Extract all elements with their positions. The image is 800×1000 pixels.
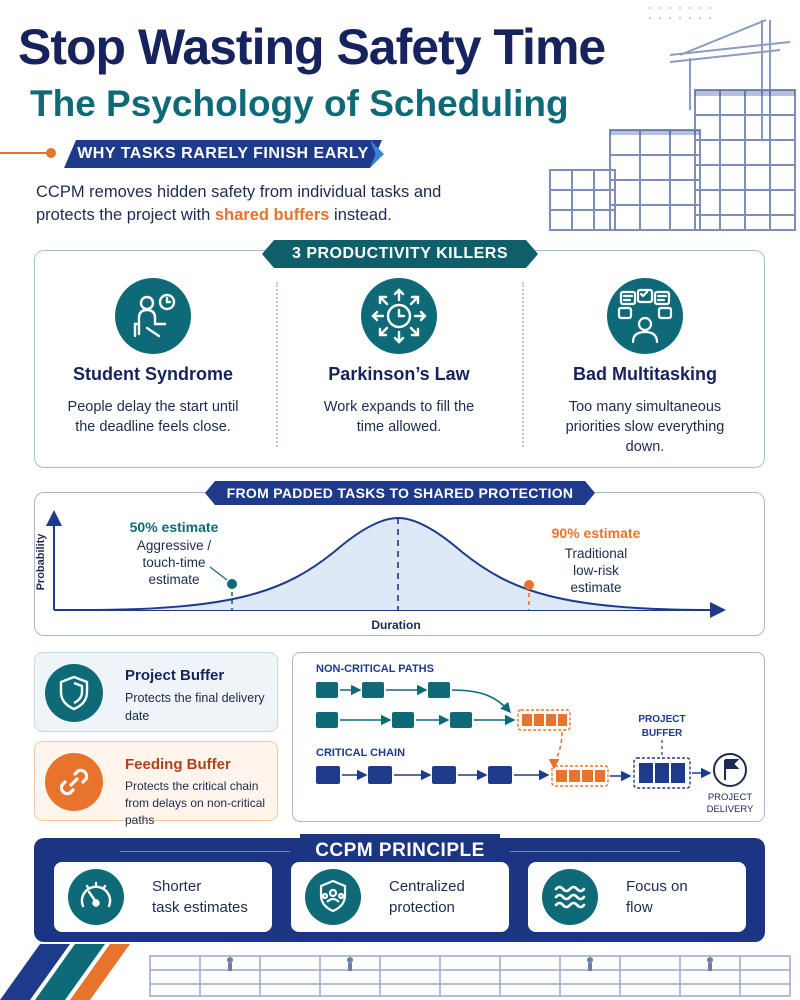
task-block	[362, 682, 384, 698]
project-buffer-title: Project Buffer	[125, 667, 225, 684]
section-accent-dot	[46, 148, 56, 158]
student-clock-icon	[115, 278, 191, 354]
principle-line: Focus on	[626, 878, 688, 895]
footer-construction-illustration	[0, 944, 791, 1000]
feeding-buffer-block	[551, 765, 609, 787]
expanding-clock-icon	[361, 278, 437, 354]
divider	[510, 851, 680, 852]
fifty-percent-desc: Aggressive /	[137, 538, 212, 553]
non-critical-label: NON-CRITICAL PATHS	[316, 663, 434, 675]
fifty-percent-desc: estimate	[148, 572, 199, 587]
principle-text: Focus on flow	[626, 876, 746, 918]
project-buffer-label: BUFFER	[642, 728, 683, 739]
task-block	[428, 682, 450, 698]
section-banner: WHY TASKS RARELY FINISH EARLY	[64, 140, 382, 168]
principle-line: Centralized	[389, 878, 465, 895]
network-diagram: NON-CRITICAL PATHS CRITICAL CHAIN PROJEC…	[316, 663, 754, 815]
delivery-label: PROJECT	[708, 792, 753, 803]
page-subtitle: The Psychology of Scheduling	[30, 83, 569, 124]
task-block	[316, 712, 338, 728]
multitask-person-icon	[607, 278, 683, 354]
delivery-label: DELIVERY	[707, 804, 754, 815]
divider	[522, 282, 524, 447]
waves-icon	[542, 869, 598, 925]
construction-skyline-illustration	[549, 6, 796, 231]
project-buffer-label: PROJECT	[638, 714, 685, 725]
principle-line: protection	[389, 899, 455, 916]
task-block	[488, 766, 512, 784]
killer-card-parkinsons-law: Parkinson’s Law Work expands to fill the…	[284, 278, 514, 437]
killer-card-bad-multitasking: Bad Multitasking Too many simultaneous p…	[530, 278, 760, 457]
divider	[120, 851, 290, 852]
page-title: Stop Wasting Safety Time	[18, 19, 606, 75]
killer-card-student-syndrome: Student Syndrome People delay the start …	[38, 278, 268, 437]
speedometer-icon	[68, 869, 124, 925]
project-buffer-block	[633, 757, 691, 789]
intro-text-start: CCPM removes hidden safety from individu…	[36, 183, 442, 224]
shield-people-icon	[305, 869, 361, 925]
task-block	[316, 766, 340, 784]
principle-line: Shorter	[152, 878, 202, 895]
section-accent-line	[0, 152, 50, 154]
project-buffer-text: Protects the final delivery date	[125, 691, 265, 723]
killer-description: Too many simultaneous priorities slow ev…	[565, 399, 725, 455]
killer-description: Work expands to fill the time allowed.	[323, 399, 475, 435]
ninety-percent-desc: Traditional	[565, 546, 628, 561]
feeding-buffer-block	[517, 709, 571, 731]
principle-card-shorter-estimates: Shorter task estimates	[54, 862, 272, 932]
intro-text: CCPM removes hidden safety from individu…	[36, 181, 456, 227]
chain-link-icon	[45, 753, 103, 811]
shield-icon	[45, 664, 103, 722]
ninety-percent-label: 90% estimate	[552, 525, 641, 541]
principle-line: task estimates	[152, 899, 248, 916]
principle-line: flow	[626, 899, 653, 916]
principle-text: Centralized protection	[389, 876, 509, 918]
killer-title: Parkinson’s Law	[328, 364, 470, 384]
fifty-leader-line	[209, 566, 228, 581]
intro-highlight: shared buffers	[214, 206, 330, 224]
killer-title: Student Syndrome	[72, 364, 233, 384]
killers-banner: 3 PRODUCTIVITY KILLERS	[262, 240, 538, 268]
ninety-percent-desc: low-risk	[573, 563, 619, 578]
killer-title: Bad Multitasking	[572, 364, 717, 384]
principle-card-focus-on-flow: Focus on flow	[528, 862, 746, 932]
task-block	[432, 766, 456, 784]
x-axis-label: Duration	[371, 618, 420, 632]
killer-description: People delay the start until the deadlin…	[67, 399, 239, 435]
feeding-buffer-text: Protects the critical chain from delays …	[125, 779, 266, 827]
fifty-percent-desc: touch-time	[142, 555, 205, 570]
project-buffer-card: Project Buffer Protects the final delive…	[34, 652, 278, 732]
ninety-percent-point	[524, 580, 534, 590]
intro-text-end: instead.	[329, 206, 392, 224]
chart-banner: FROM PADDED TASKS TO SHARED PROTECTION	[205, 481, 595, 505]
feeding-buffer-title: Feeding Buffer	[125, 756, 231, 773]
flag-icon	[713, 753, 747, 787]
principle-card-centralized-protection: Centralized protection	[291, 862, 509, 932]
fifty-percent-label: 50% estimate	[130, 519, 219, 535]
y-axis-label: Probability	[35, 533, 47, 591]
task-block	[450, 712, 472, 728]
task-block	[368, 766, 392, 784]
fifty-percent-point	[227, 579, 237, 589]
feeding-buffer-card: Feeding Buffer Protects the critical cha…	[34, 741, 278, 827]
distribution-chart-panel	[34, 492, 765, 636]
principle-text: Shorter task estimates	[152, 876, 272, 918]
task-block	[392, 712, 414, 728]
task-block	[316, 682, 338, 698]
critical-chain-label: CRITICAL CHAIN	[316, 747, 405, 759]
distribution-chart: Probability Duration 50% estimate Aggres…	[35, 510, 726, 632]
divider	[276, 282, 278, 447]
network-diagram-panel	[292, 652, 765, 822]
ninety-percent-desc: estimate	[570, 580, 621, 595]
